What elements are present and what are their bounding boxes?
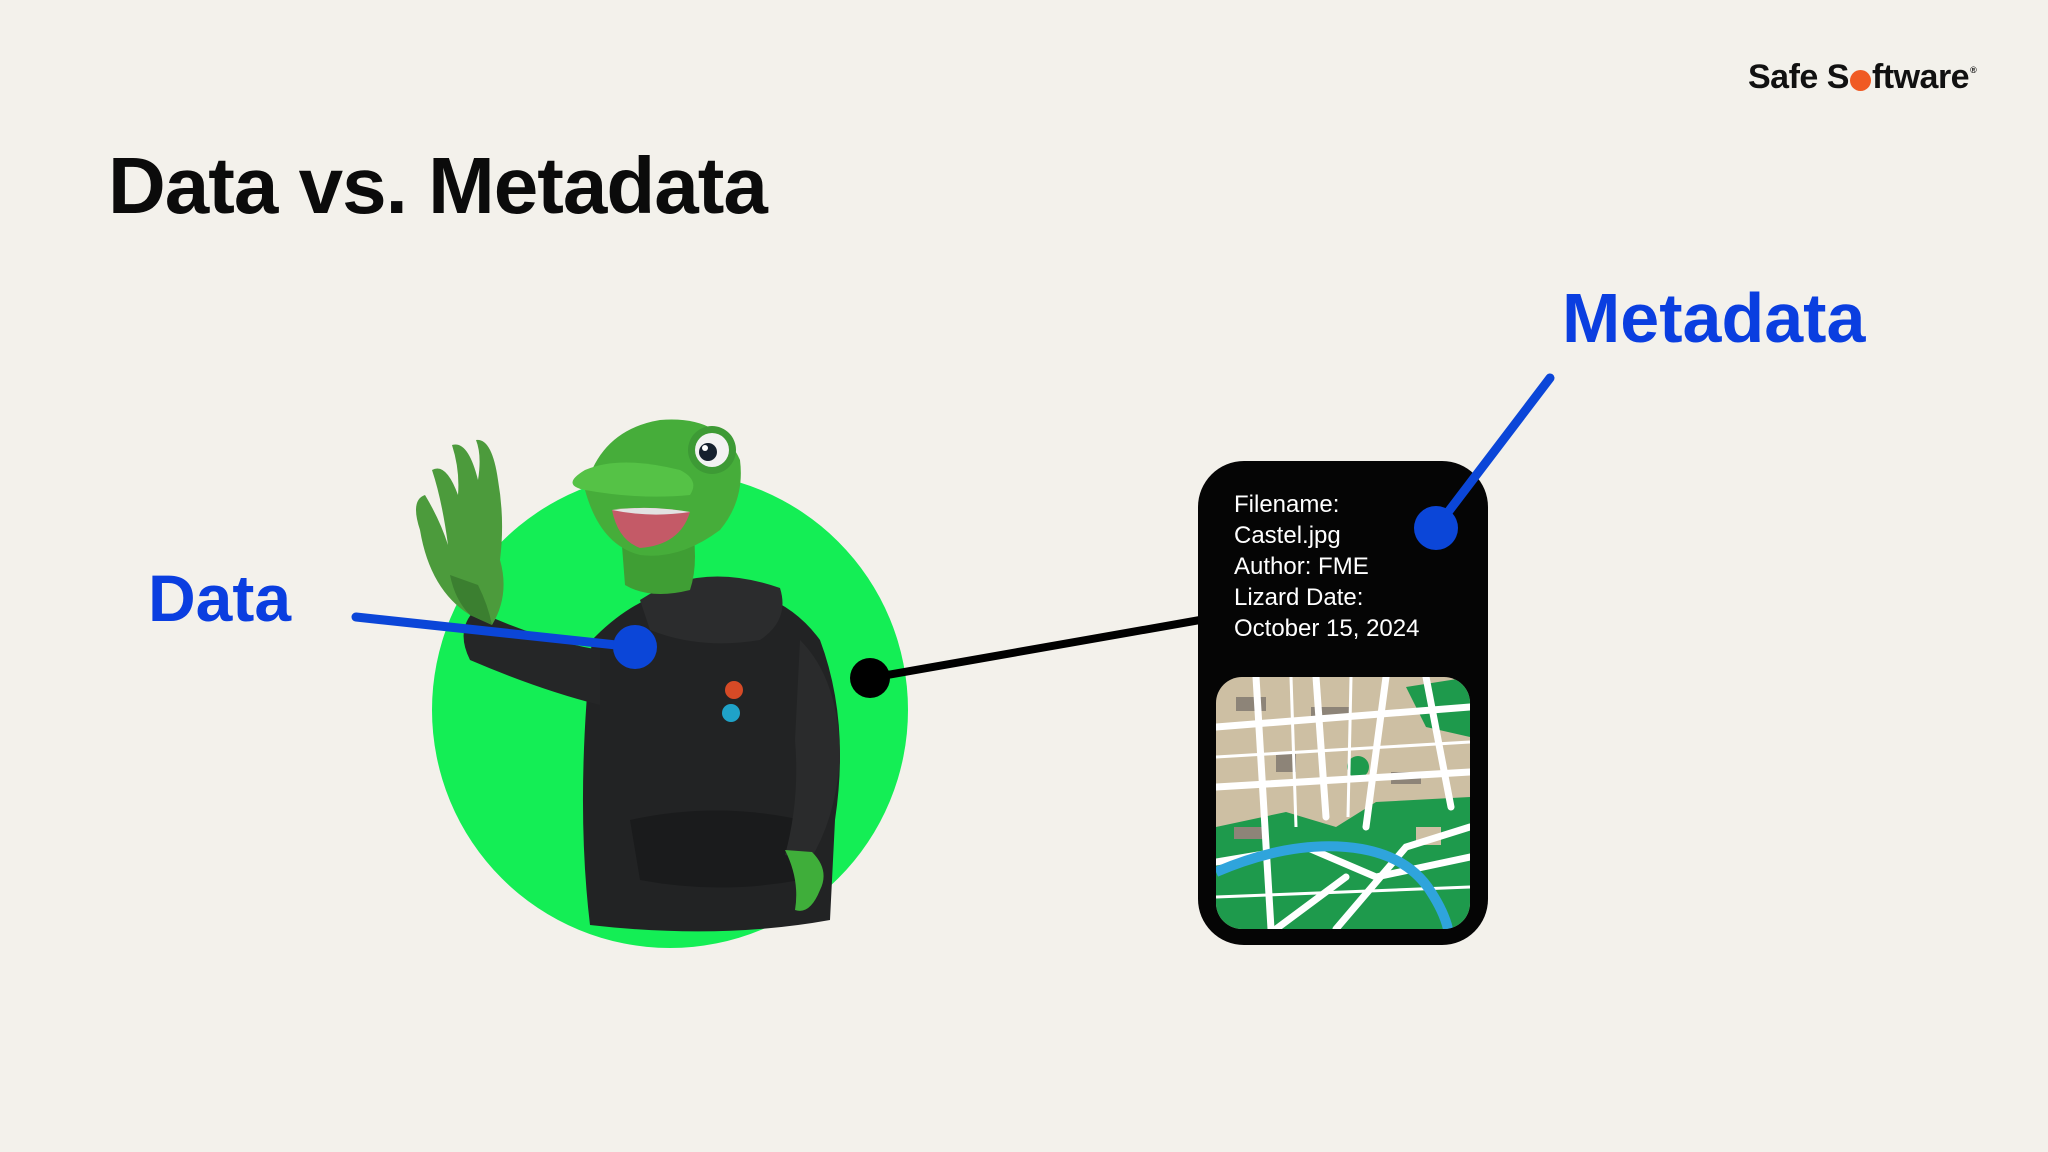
lizard-mascot-icon (416, 419, 840, 932)
logo-dot-icon (1849, 70, 1871, 91)
metadata-label: Metadata (1562, 279, 1866, 357)
registered-mark: ® (1970, 64, 1977, 75)
brand-logo: Safe S ftware® (1748, 58, 1977, 97)
metadata-line: October 15, 2024 (1234, 615, 1420, 642)
metadata-text: Filename: Castel.jpg Author: FME Lizard … (1234, 489, 1419, 644)
metadata-line: Filename: (1234, 491, 1340, 518)
metadata-line: Lizard Date: (1234, 584, 1364, 611)
logo-text-start: Safe S (1748, 58, 1849, 96)
data-pointer-dot (613, 625, 657, 669)
connector-line (866, 616, 1204, 682)
metadata-pointer-dot (1414, 506, 1458, 550)
logo-text-end: ftware (1871, 58, 1970, 96)
data-pointer-line (351, 612, 640, 652)
city-map-icon (1216, 677, 1470, 929)
metadata-line: Author: FME (1234, 553, 1369, 580)
data-label: Data (148, 561, 292, 635)
metadata-line: Castel.jpg (1234, 522, 1341, 549)
page-title: Data vs. Metadata (108, 141, 768, 230)
connector-dot (850, 658, 890, 698)
metadata-pointer-line (1431, 373, 1555, 533)
